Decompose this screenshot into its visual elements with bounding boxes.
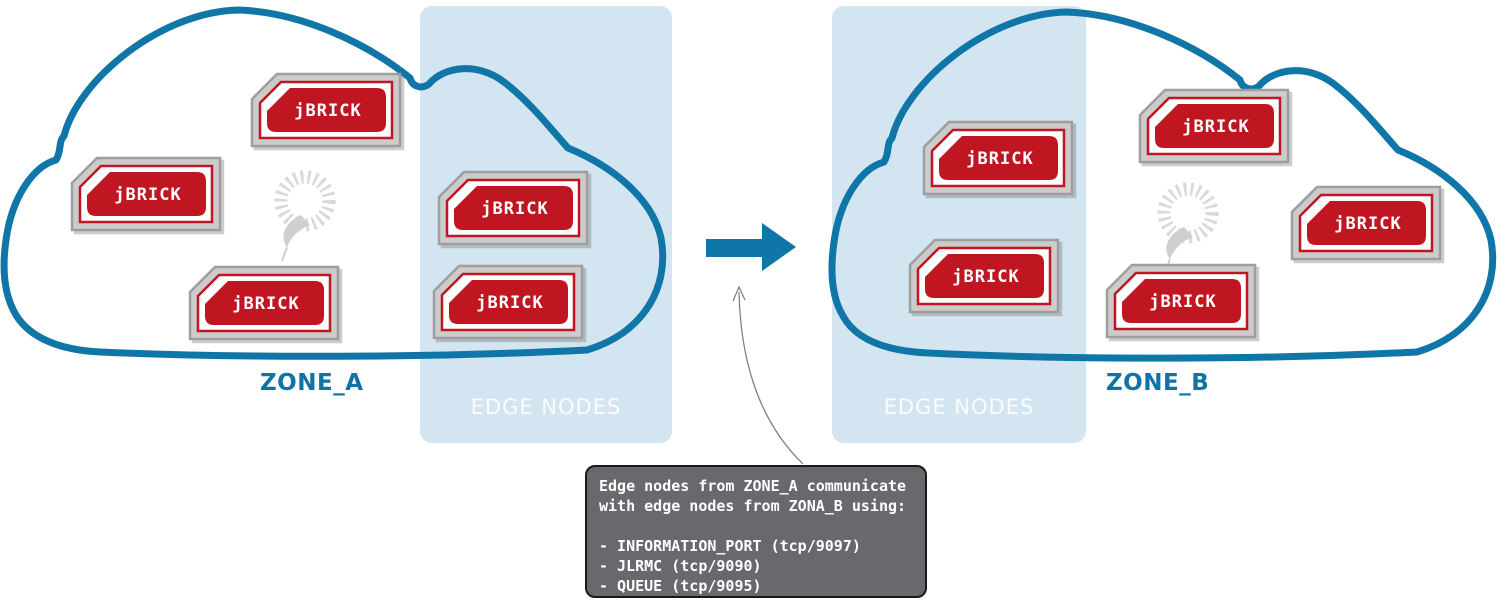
annotation-note: Edge nodes from ZONE_A communicate with … [585, 465, 927, 598]
zone-b-edge-nodes-region: EDGE NODES [832, 6, 1086, 443]
annotation-line: Edge nodes from ZONE_A communicate [599, 477, 907, 495]
loading-spinner-icon [281, 177, 329, 261]
jbrick-node-label: jBRICK [481, 198, 549, 219]
jbrick-node: jBRICK [432, 264, 584, 340]
jbrick-node-label: jBRICK [952, 266, 1020, 287]
annotation-line: - INFORMATION_PORT (tcp/9097) [599, 537, 861, 555]
jbrick-node: jBRICK [1138, 88, 1290, 164]
jbrick-node: jBRICK [1290, 185, 1442, 261]
annotation-line: with edge nodes from ZONA_B using: [599, 497, 907, 515]
jbrick-node: jBRICK [1105, 263, 1257, 339]
jbrick-node-label: jBRICK [1182, 116, 1250, 137]
zone-a-label: ZONE_A [260, 370, 364, 396]
flow-arrow-icon [706, 223, 796, 271]
jbrick-node: jBRICK [250, 72, 402, 148]
jbrick-node: jBRICK [437, 170, 589, 246]
jbrick-node-label: jBRICK [1334, 213, 1402, 234]
jbrick-node-label: jBRICK [294, 100, 362, 121]
annotation-line: - QUEUE (tcp/9095) [599, 577, 762, 595]
jbrick-node-label: jBRICK [114, 184, 182, 205]
annotation-line [599, 516, 913, 536]
jbrick-node: jBRICK [908, 238, 1060, 314]
jbrick-node: jBRICK [922, 120, 1074, 196]
jbrick-node-label: jBRICK [1149, 291, 1217, 312]
jbrick-node: jBRICK [188, 265, 340, 341]
annotation-pointer-arrow [732, 285, 746, 302]
zone-a-edge-nodes-label: EDGE NODES [470, 395, 622, 419]
jbrick-node-label: jBRICK [232, 293, 300, 314]
annotation-pointer-line [738, 291, 804, 465]
zone-b-edge-nodes-label: EDGE NODES [883, 395, 1035, 419]
zone-b-label: ZONE_B [1106, 370, 1210, 396]
jbrick-node-label: jBRICK [476, 292, 544, 313]
loading-spinner-icon [1164, 189, 1212, 273]
jbrick-node: jBRICK [70, 156, 222, 232]
jbrick-node-label: jBRICK [966, 148, 1034, 169]
annotation-line: - JLRMC (tcp/9090) [599, 557, 762, 575]
